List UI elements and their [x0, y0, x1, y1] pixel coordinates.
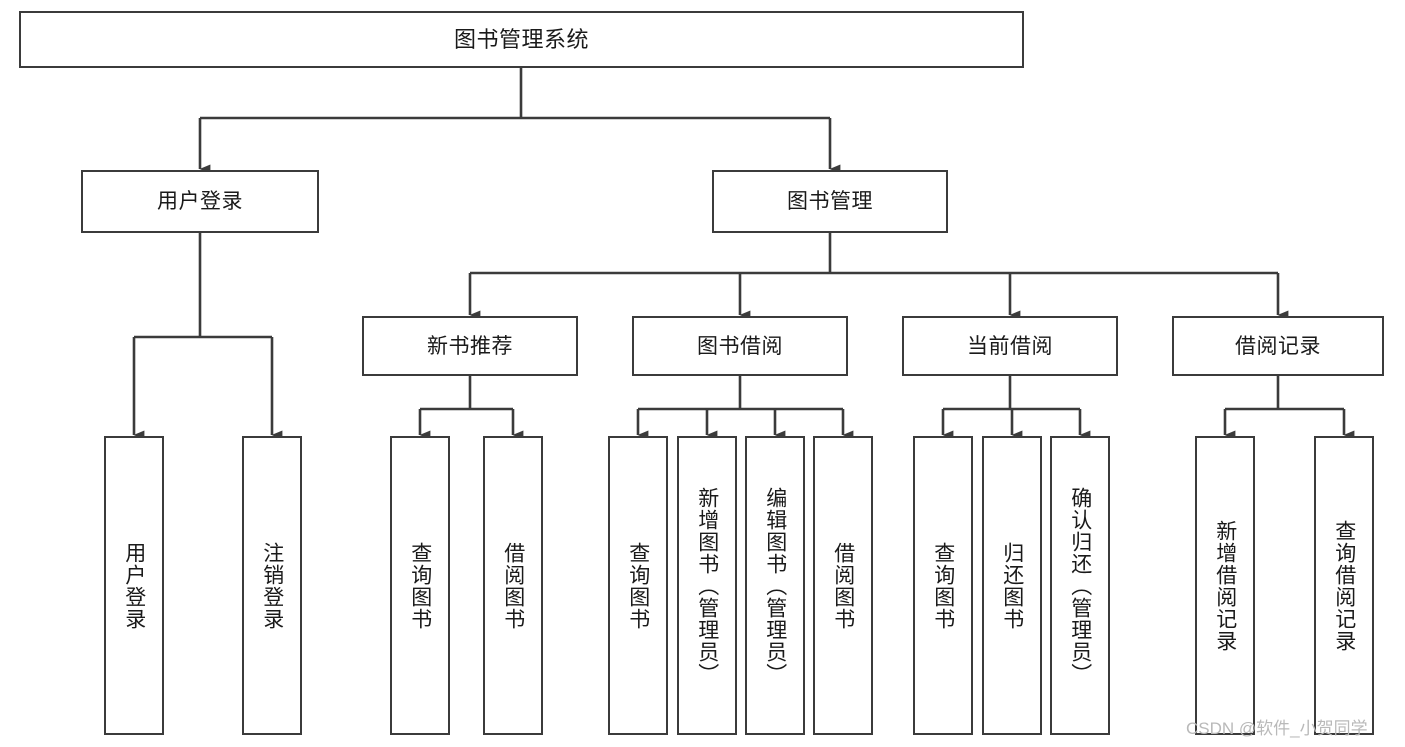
node-root[interactable]: 图书管理系统: [19, 11, 1024, 68]
csdn-watermark: CSDN @软件_小贺同学: [1186, 719, 1368, 738]
node-leaf-query-book-1[interactable]: 查询图书: [390, 436, 450, 735]
node-label: 图书管理: [787, 190, 873, 213]
node-label: 借阅图书: [831, 541, 855, 630]
node-label: 注销登录: [260, 541, 284, 630]
node-label: 图书借阅: [697, 334, 783, 358]
node-book-borrow[interactable]: 图书借阅: [632, 316, 848, 376]
node-new-book-rec[interactable]: 新书推荐: [362, 316, 578, 376]
node-label: 新书推荐: [427, 334, 513, 358]
node-label: 新增借阅记录: [1213, 519, 1237, 652]
node-label: 编辑图书（管理员）: [763, 486, 787, 685]
node-leaf-query-book-2[interactable]: 查询图书: [608, 436, 668, 735]
edge-group: [132, 68, 1355, 440]
node-leaf-logout[interactable]: 注销登录: [242, 436, 302, 735]
node-label: 查询借阅记录: [1332, 519, 1356, 652]
node-label: 图书管理系统: [453, 26, 589, 52]
node-label: 新增图书（管理员）: [695, 486, 719, 685]
node-leaf-edit-book[interactable]: 编辑图书（管理员）: [745, 436, 805, 735]
node-leaf-add-book[interactable]: 新增图书（管理员）: [677, 436, 737, 735]
node-label: 当前借阅: [967, 334, 1053, 358]
node-leaf-query-record[interactable]: 查询借阅记录: [1314, 436, 1374, 735]
node-label: 用户登录: [157, 190, 243, 213]
node-leaf-borrow-book-1[interactable]: 借阅图书: [483, 436, 543, 735]
node-label: 归还图书: [1000, 541, 1024, 630]
node-label: 查询图书: [931, 541, 955, 630]
node-leaf-borrow-book-2[interactable]: 借阅图书: [813, 436, 873, 735]
node-leaf-user-login[interactable]: 用户登录: [104, 436, 164, 735]
node-book-manage[interactable]: 图书管理: [712, 170, 948, 233]
node-leaf-confirm-return[interactable]: 确认归还（管理员）: [1050, 436, 1110, 735]
node-label: 借阅图书: [501, 541, 525, 630]
node-user-login[interactable]: 用户登录: [81, 170, 319, 233]
node-current-borrow[interactable]: 当前借阅: [902, 316, 1118, 376]
node-label: 查询图书: [408, 541, 432, 630]
node-leaf-query-book-3[interactable]: 查询图书: [913, 436, 973, 735]
node-leaf-return-book[interactable]: 归还图书: [982, 436, 1042, 735]
node-label: 查询图书: [626, 541, 650, 630]
node-leaf-add-record[interactable]: 新增借阅记录: [1195, 436, 1255, 735]
node-borrow-record[interactable]: 借阅记录: [1172, 316, 1384, 376]
node-label: 用户登录: [122, 541, 146, 630]
node-label: 借阅记录: [1235, 334, 1321, 358]
node-label: 确认归还（管理员）: [1068, 486, 1092, 685]
